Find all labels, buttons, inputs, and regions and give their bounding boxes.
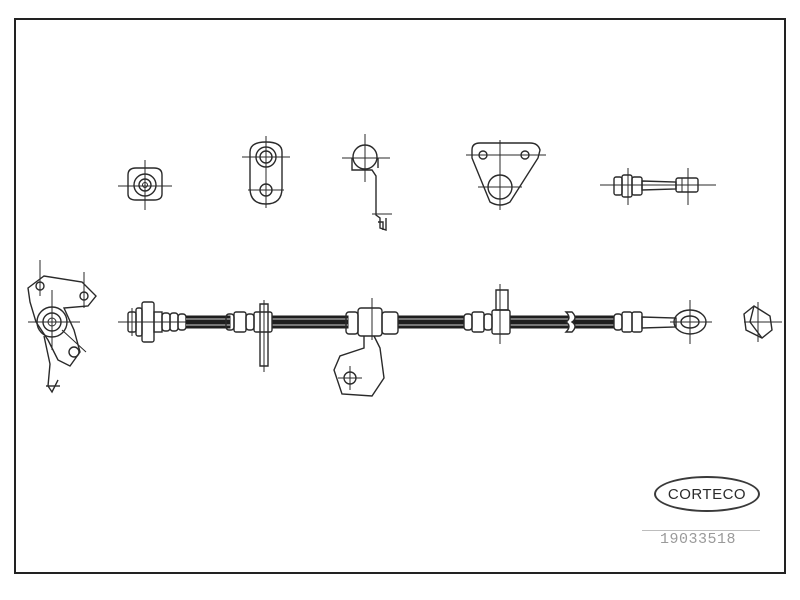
brand-logo: CORTECO — [654, 476, 760, 512]
slotted-bracket-detail — [242, 136, 290, 208]
brand-logo-text: CORTECO — [667, 485, 747, 503]
flange-detail — [466, 140, 546, 210]
drawing-frame — [14, 18, 786, 574]
grommet-detail — [118, 160, 172, 210]
hose-end-fitting-right — [613, 300, 712, 344]
part-number-rule — [642, 530, 760, 531]
brake-hose — [185, 311, 615, 333]
hose-end-fitting-left — [118, 301, 190, 343]
hose-clamp-fitting-2 — [333, 298, 399, 397]
connector-detail — [600, 168, 716, 205]
part-number: 19033518 — [660, 531, 737, 548]
clip-detail — [342, 134, 392, 231]
hose-clamp-fitting-3 — [463, 284, 511, 344]
end-grommet — [743, 302, 782, 342]
hose-clamp-fitting-1 — [225, 300, 273, 372]
mounting-bracket-assembly — [27, 260, 97, 394]
